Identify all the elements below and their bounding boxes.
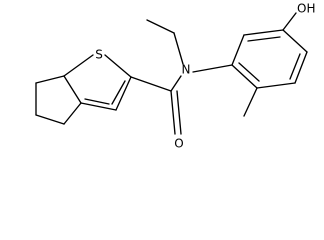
bond-s-c8 [104,54,132,78]
bond-c1-s [63,54,94,77]
bond-c5-c1 [63,75,82,104]
structure-svg: S N O OH [35,2,315,151]
bond-ar1-ar2 [231,34,245,66]
bond-c1-c2 [35,75,65,84]
bond-ar6-ar1 [231,64,258,89]
bond-carbonyl-n [170,75,182,92]
sulfur-atom-label: S [95,48,103,62]
bond-c3-c4 [35,114,65,125]
bond-ethyl-ch2-ch3 [146,19,175,34]
bond-ar6-methyl [243,87,258,117]
bond-ar3-ar4 [282,29,308,53]
bond-ar4-oh [282,12,297,31]
bond-ar2-ar3 [243,29,284,36]
molecule-diagram: S N O OH [35,1,316,151]
bond-c8-c7-double [111,80,126,105]
bond-carbonyl-o [170,90,176,135]
nitrogen-atom-label: N [182,63,191,77]
bond-ar4-ar5 [294,51,308,84]
bond-n-ethyl-ch2 [173,32,184,65]
bond-ar6-ar1-double [238,62,260,82]
hydroxyl-label: OH [297,2,315,16]
oxygen-atom-label: O [174,137,183,151]
bond-ar5-ar6 [256,82,296,89]
bond-ar2-ar3-double [247,36,281,42]
bond-c4-c5 [63,102,82,125]
bond-c8-carbonyl [130,76,172,92]
bond-c7-c5 [80,102,117,111]
bond-c8-c7 [115,76,132,111]
bond-carbonyl-o-double [176,90,182,135]
bond-n-aryl [192,64,233,73]
bond-c7-c5-double [84,98,110,105]
bond-ar4-ar5-double [289,53,301,80]
